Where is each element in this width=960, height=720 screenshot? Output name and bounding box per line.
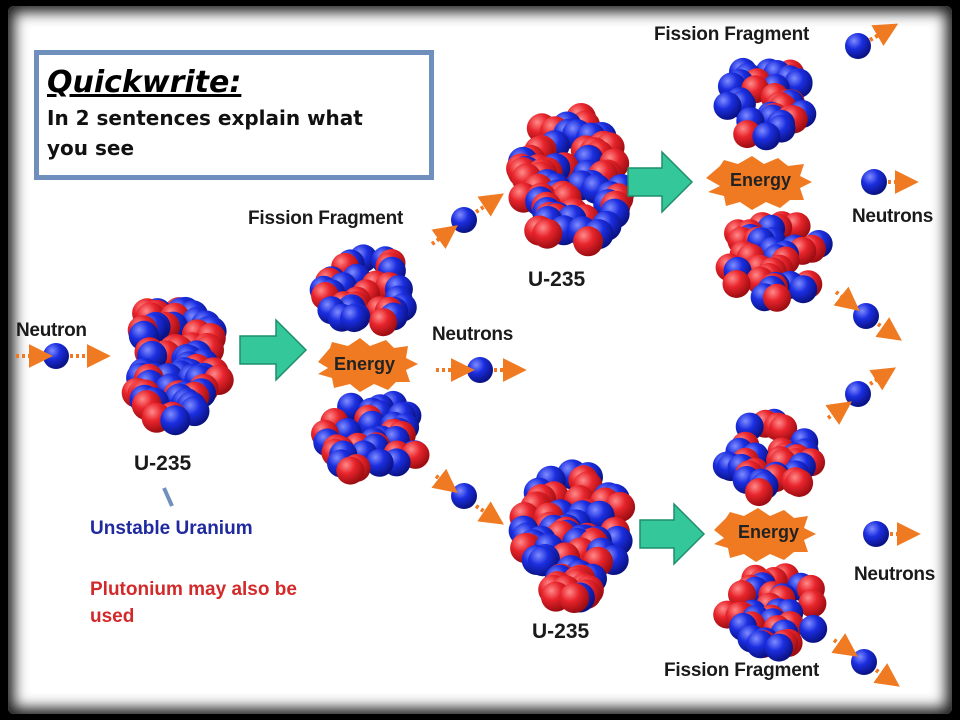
fission-fragment-right-3-nucleon bbox=[785, 469, 814, 497]
label-energy-bottom: Energy bbox=[738, 522, 800, 542]
neutron-right-4 bbox=[845, 381, 871, 407]
label-energy-top: Energy bbox=[730, 170, 792, 190]
neutron-right-2 bbox=[861, 169, 887, 195]
label-energy-left: Energy bbox=[334, 354, 396, 374]
arrow-mid-bottom bbox=[474, 501, 504, 525]
fission-fragment-right-2-nucleon bbox=[763, 283, 791, 312]
slide: Neutron U-235 Fission Fragment Energy Ne… bbox=[8, 6, 952, 714]
arrow-right-1 bbox=[868, 23, 899, 47]
arrow-mid-top-tail bbox=[430, 225, 458, 249]
neutron-right-1 bbox=[845, 33, 871, 59]
fission-fragment-right-1 bbox=[713, 57, 817, 151]
nucleus-u235-bottom-nucleon bbox=[559, 583, 590, 613]
fission-fragment-right-2 bbox=[715, 211, 833, 312]
arrow-right-4-tail bbox=[825, 401, 852, 425]
nucleus-u235-first-nucleon bbox=[160, 405, 191, 436]
label-u235-first: U-235 bbox=[134, 452, 192, 475]
nucleus-u235-first bbox=[121, 296, 234, 436]
label-neutrons-middle: Neutrons bbox=[432, 324, 513, 345]
fission-fragment-left-bottom-nucleon bbox=[336, 456, 365, 485]
pointer-arrow-uranium bbox=[162, 487, 174, 507]
label-neutrons-top-right: Neutrons bbox=[852, 206, 933, 227]
energy-burst-top bbox=[706, 156, 812, 210]
arrow-right-3-tail bbox=[833, 286, 860, 311]
fission-fragment-right-4-nucleon bbox=[765, 633, 793, 662]
nucleus-u235-top-nucleon bbox=[532, 218, 563, 249]
neutron-right-6 bbox=[851, 649, 877, 675]
nucleus-u235-top bbox=[506, 103, 637, 257]
fission-fragment-right-3-nucleon bbox=[745, 478, 773, 507]
energy-burst-bottom bbox=[714, 508, 816, 562]
fission-fragment-left-top-nucleon bbox=[369, 308, 398, 337]
fission-fragment-left-top bbox=[309, 244, 417, 337]
fission-fragment-right-1-nucleon bbox=[752, 122, 781, 151]
fission-fragment-right-1-nucleon bbox=[713, 91, 742, 120]
neutron-mid-bottom bbox=[451, 483, 477, 509]
arrow-right-6-tail bbox=[831, 633, 858, 657]
process-arrow-2 bbox=[627, 150, 694, 214]
arrow-mid-bottom-tail bbox=[431, 468, 458, 493]
fission-diagram bbox=[16, 23, 921, 687]
note-plutonium: Plutonium may also be used bbox=[90, 579, 297, 627]
process-arrow-1 bbox=[239, 318, 308, 382]
neutron-mid-top bbox=[451, 207, 477, 233]
label-neutrons-bottom-right: Neutrons bbox=[854, 564, 935, 585]
quickwrite-box: Quickwrite: In 2 sentences explain what … bbox=[34, 50, 434, 180]
arrow-right-3 bbox=[875, 317, 902, 341]
arrow-mid-top bbox=[474, 193, 504, 217]
label-fission-fragment-bottom-right: Fission Fragment bbox=[664, 660, 820, 681]
fission-fragment-right-2-nucleon bbox=[722, 270, 751, 298]
arrow-right-6 bbox=[873, 663, 900, 687]
neutron-right-5 bbox=[863, 521, 889, 547]
fission-fragment-right-3-nucleon bbox=[769, 414, 798, 443]
fission-fragment-left-top-nucleon bbox=[340, 304, 369, 333]
fission-fragment-right-4 bbox=[713, 563, 828, 662]
nuclei-group bbox=[43, 33, 889, 675]
fission-fragment-left-bottom bbox=[311, 390, 430, 485]
energy-burst-left bbox=[318, 338, 418, 392]
label-u235-top: U-235 bbox=[528, 268, 586, 291]
label-neutron: Neutron bbox=[16, 320, 87, 341]
nucleus-u235-top-nucleon bbox=[573, 226, 604, 257]
fission-fragment-right-2-nucleon bbox=[789, 275, 818, 304]
label-u235-bottom: U-235 bbox=[532, 620, 590, 643]
fission-fragment-right-4-nucleon bbox=[799, 614, 828, 643]
arrow-right-4 bbox=[868, 367, 897, 391]
note-unstable-uranium: Unstable Uranium bbox=[90, 518, 253, 539]
arrows-group bbox=[16, 23, 921, 687]
quickwrite-title: Quickwrite: bbox=[47, 65, 242, 100]
nucleus-u235-bottom bbox=[508, 459, 636, 613]
label-fission-fragment-left: Fission Fragment bbox=[248, 208, 404, 229]
fission-fragment-right-4-nucleon bbox=[798, 589, 827, 618]
neutron-right-3 bbox=[853, 303, 879, 329]
quickwrite-prompt: In 2 sentences explain what you see bbox=[47, 106, 363, 160]
fission-fragment-right-3 bbox=[712, 408, 826, 507]
neutron-mid-center bbox=[467, 357, 493, 383]
label-fission-fragment-top-right: Fission Fragment bbox=[654, 24, 810, 45]
fission-fragment-left-bottom-nucleon bbox=[365, 448, 394, 477]
process-arrow-3 bbox=[639, 502, 706, 566]
